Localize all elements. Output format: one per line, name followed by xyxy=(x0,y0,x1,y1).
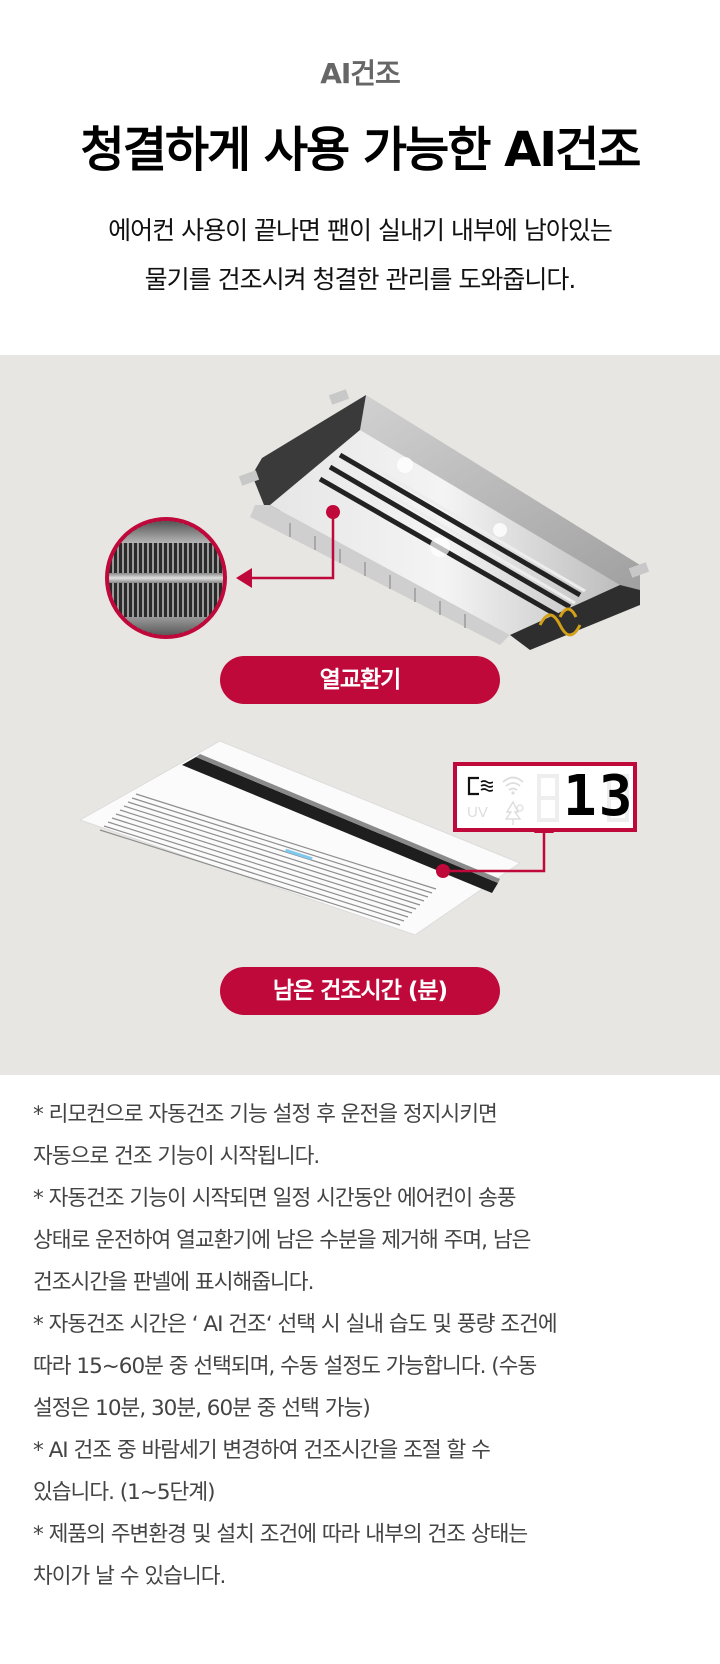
note-line: 자동으로 건조 기능이 시작됩니다. xyxy=(33,1144,320,1169)
intro-description: 에어컨 사용이 끝나면 팬이 실내기 내부에 남아있는 물기를 건조시켜 청결한… xyxy=(0,206,720,304)
product-visual: 열교환기 xyxy=(0,355,720,1075)
fin-band-bottom xyxy=(109,617,223,635)
note-line: 건조시간을 판넬에 표시해줍니다. xyxy=(33,1270,314,1295)
note-line: * 리모컨으로 자동건조 기능 설정 후 운전을 정지시키면 xyxy=(33,1102,498,1127)
intro-header: AI건조 청결하게 사용 가능한 AI건조 에어컨 사용이 끝나면 팬이 실내기… xyxy=(0,0,720,355)
heat-exchanger-callout-arrow xyxy=(236,505,340,588)
drying-time-display: UV 13 xyxy=(453,762,637,832)
heat-exchanger-label: 열교환기 xyxy=(220,656,500,704)
note-line: * 제품의 주변환경 및 설치 조건에 따라 내부의 건조 상태는 xyxy=(33,1522,528,1547)
note-line: 상태로 운전하여 열교환기에 남은 수분을 제거해 주며, 남은 xyxy=(33,1228,531,1253)
drying-time-label: 남은 건조시간 (분) xyxy=(220,967,500,1015)
uv-indicator: UV xyxy=(467,804,488,821)
page-title: 청결하게 사용 가능한 AI건조 xyxy=(80,122,642,178)
note-line: * 자동건조 시간은 ‘ AI 건조‘ 선택 시 실내 습도 및 풍량 조건에 xyxy=(33,1312,558,1337)
wifi-icon xyxy=(502,776,524,795)
fin-band-middle xyxy=(109,573,223,583)
section-eyebrow: AI건조 xyxy=(320,57,401,90)
description-line: 에어컨 사용이 끝나면 팬이 실내기 내부에 남아있는 xyxy=(108,216,613,245)
note-line: * 자동건조 기능이 시작되면 일정 시간동안 에어컨이 송풍 xyxy=(33,1186,517,1211)
feature-notes: * 리모컨으로 자동건조 기능 설정 후 운전을 정지시키면 자동으로 건조 기… xyxy=(33,1094,693,1598)
note-line: 있습니다. (1~5단계) xyxy=(33,1480,216,1505)
seven-segment-digits: 13 xyxy=(535,766,635,828)
note-line: * AI 건조 중 바람세기 변경하여 건조시간을 조절 할 수 xyxy=(33,1438,491,1463)
remaining-minutes-value: 13 xyxy=(563,764,635,829)
indoor-unit-chassis-image xyxy=(236,389,650,650)
note-line: 따라 15~60분 중 선택되며, 수동 설정도 가능합니다. (수동 xyxy=(33,1354,537,1379)
tree-icon xyxy=(505,800,524,825)
fan-dry-icon xyxy=(467,776,493,796)
fin-band-top xyxy=(109,521,223,543)
ceiling-panel-image xyxy=(78,740,554,935)
note-line: 차이가 날 수 있습니다. xyxy=(33,1564,226,1589)
ghost-segments xyxy=(537,774,629,822)
note-line: 설정은 10분, 30분, 60분 중 선택 가능) xyxy=(33,1396,371,1421)
description-line: 물기를 건조시켜 청결한 관리를 도와줍니다. xyxy=(144,265,577,294)
heat-exchanger-magnifier xyxy=(105,517,227,639)
